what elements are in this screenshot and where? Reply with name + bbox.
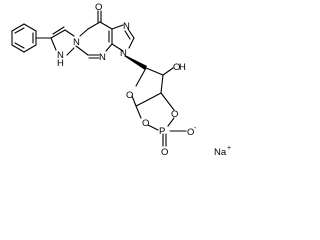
counterion-na: Na [214,147,227,158]
atom-o-phosphate-left: O [142,118,149,129]
central-ring [75,21,113,59]
atom-o-minus: O [187,127,194,138]
atom-n-top-right: N [123,21,130,32]
phosphate-ring [135,92,187,147]
atom-o-phosphate-bottom: O [161,147,168,158]
minus-charge: - [194,125,197,132]
atom-p: P [159,126,165,137]
glycosidic-wedge [124,56,147,70]
cgmp-analog-structure: O N N N N N H O H O O P O O O - Na + [11,2,231,158]
atom-n-glycosidic: N [120,48,127,59]
atom-o-phosphate-right: O [171,109,178,120]
phenyl-ring [11,23,37,53]
atom-o-ribose-ring: O [126,90,133,101]
atom-n-bottom-mid: N [99,52,106,63]
atom-oh-h: H [179,62,186,73]
atom-o-carbonyl: O [95,2,102,13]
right-imidazole-ring [111,24,135,52]
atom-n-ring-fused: N [73,37,80,48]
atom-nh-h: H [57,58,64,69]
atom-oh-o: O [173,62,180,73]
atom-nh-n: N [57,50,64,61]
structure-canvas: O N N N N N H O H O O P O O O - Na + [11,2,232,158]
plus-charge: + [227,145,231,152]
ribose-ring [124,56,174,107]
left-imidazole-ring [50,26,75,56]
